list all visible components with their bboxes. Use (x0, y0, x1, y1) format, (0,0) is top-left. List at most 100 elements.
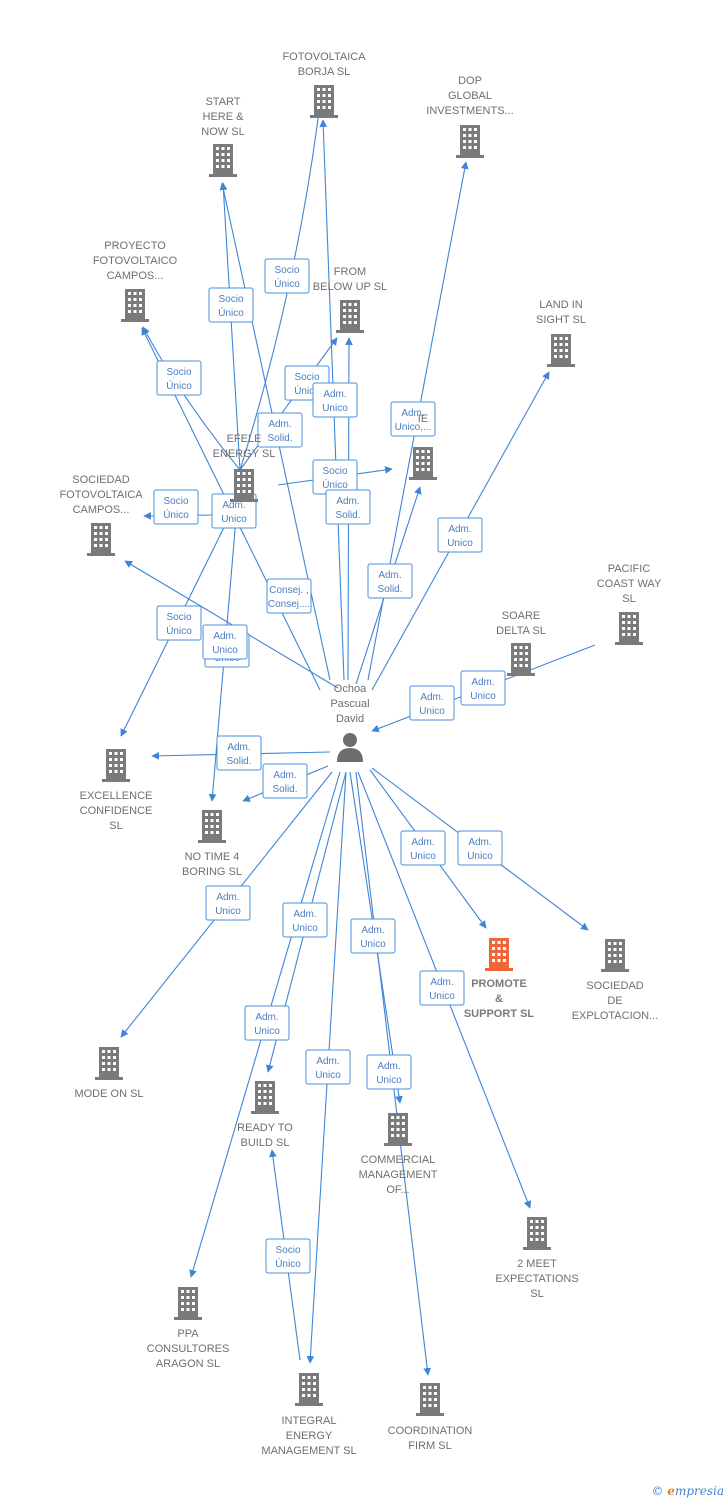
empresia-brand[interactable]: © empresia (651, 1484, 724, 1498)
company-label: BORJA SL (298, 66, 351, 78)
edge-label-adm_unico_soare[interactable]: Adm.Unico (460, 670, 506, 706)
edge-label-text: Unico (376, 1075, 402, 1086)
edge-label-adm_unico_pacific[interactable]: Adm.Unico (409, 685, 455, 721)
edge-label-adm_unico_2meet[interactable]: Adm.Unico (419, 970, 465, 1006)
person-label: David (336, 713, 364, 725)
building-icon (209, 144, 237, 177)
edge-label-adm_unico_coordination[interactable]: Adm.Unico (366, 1054, 412, 1090)
company-label: MANAGEMENT (359, 1169, 438, 1181)
edge-label-text: Adm. (468, 837, 491, 848)
building-icon (456, 125, 484, 158)
edge-label-adm_solid_efele[interactable]: Adm.Solid. (257, 412, 303, 448)
company-label: DOP (458, 75, 482, 87)
edge-label-adm_unico_commercial_a[interactable]: Adm.Unico (350, 918, 396, 954)
edge-label-adm_unico_notime_b[interactable]: Adm.Unico (202, 624, 248, 660)
company-label: ARAGON SL (156, 1358, 220, 1370)
company-label: EXPECTATIONS (495, 1273, 578, 1285)
edge-label-box (266, 578, 312, 614)
company-label: ENERGY (286, 1430, 333, 1442)
company-label: CONSULTORES (147, 1343, 230, 1355)
company-node-commercial_management[interactable]: COMMERCIALMANAGEMENTOF... (359, 1113, 438, 1196)
edge-label-box (265, 1238, 311, 1274)
company-label: SOARE (502, 610, 541, 622)
edge-label-text: Unico (419, 706, 445, 717)
building-icon (295, 1373, 323, 1406)
edge-label-text: Unico (467, 851, 493, 862)
edge-label-text: Adm. (213, 631, 236, 642)
company-node-dop_global[interactable]: DOPGLOBALINVESTMENTS... (426, 75, 514, 158)
edge-label-adm_solid_ie[interactable]: Adm.Solid. (325, 489, 371, 525)
edge-label-adm_unico_integral[interactable]: Adm.Unico (305, 1049, 351, 1085)
edge-label-text: Adm. (255, 1012, 278, 1023)
company-node-proyecto_fotovoltaico[interactable]: PROYECTOFOTOVOLTAICOCAMPOS... (93, 240, 178, 322)
edge-label-text: Solid. (377, 584, 402, 595)
edge-label-adm_unico_ppa[interactable]: Adm.Unico (244, 1005, 290, 1041)
building-icon (310, 85, 338, 118)
edge-label-box (409, 685, 455, 721)
edge-label-adm_unico_ie[interactable]: Adm.Unico,... (390, 401, 436, 437)
edge-label-adm_unico_ready_a[interactable]: Adm.Unico (282, 902, 328, 938)
building-icon (87, 523, 115, 556)
person-label: Ochoa (334, 683, 367, 695)
edge-label-adm_solid_excellence[interactable]: Adm.Solid. (216, 735, 262, 771)
company-node-sociedad_explotacion[interactable]: SOCIEDADDEEXPLOTACION... (572, 939, 659, 1022)
company-label: PROMOTE (471, 978, 527, 990)
company-label: FOTOVOLTAICA (59, 489, 143, 501)
edge-label-adm_solid_ie2[interactable]: Adm.Solid. (367, 563, 413, 599)
edge-label-box (205, 885, 251, 921)
edge-label-text: Adm. (316, 1056, 339, 1067)
edge-label-text: Único (322, 478, 348, 491)
edge-label-adm_unico_explotacion[interactable]: Adm. Unico (457, 830, 503, 866)
company-node-promote_support[interactable]: PROMOTE&SUPPORT SL (464, 938, 535, 1020)
edge-label-box (325, 489, 371, 525)
edge-label-adm_solid_notime[interactable]: Adm.Solid. (262, 763, 308, 799)
edge-label-adm_unico_promote[interactable]: Adm.Unico (400, 830, 446, 866)
company-node-sociedad_fotovoltaica[interactable]: SOCIEDADFOTOVOLTAICACAMPOS... (59, 474, 143, 556)
company-label: SL (109, 820, 122, 832)
edge-label-consej[interactable]: Consej. ,Consej.... (266, 578, 312, 614)
edge-line-24 (239, 337, 338, 471)
edge-label-adm_unico_frombelow[interactable]: Adm.Unico (312, 382, 358, 418)
company-label: & (495, 993, 503, 1005)
company-label: BORING SL (182, 866, 242, 878)
edge-label-adm_unico_modeon[interactable]: Adm.Unico (205, 885, 251, 921)
edge-label-text: Adm. (222, 500, 245, 511)
edge-label-text: Unico (292, 923, 318, 934)
brand-e-mark: e (667, 1484, 675, 1498)
building-icon (198, 810, 226, 843)
company-node-mode_on[interactable]: MODE ON SL (74, 1047, 144, 1100)
edge-label-box (305, 1049, 351, 1085)
company-label: COMMERCIAL (361, 1154, 436, 1166)
edge-line-22 (219, 182, 241, 471)
company-label: GLOBAL (448, 90, 492, 102)
edge-label-adm_unico_land[interactable]: Adm.Unico (437, 517, 483, 553)
company-node-ie_company[interactable]: IE (409, 413, 437, 480)
building-icon (523, 1217, 551, 1250)
edge-label-text: Adm. (430, 977, 453, 988)
company-label: MODE ON SL (74, 1088, 143, 1100)
